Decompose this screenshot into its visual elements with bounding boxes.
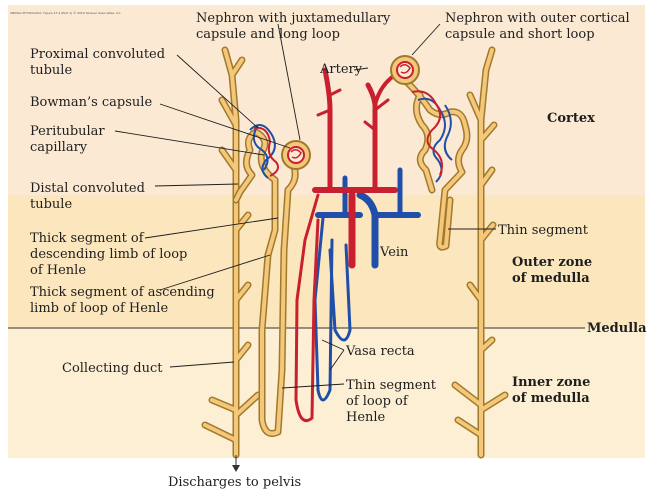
label-vein: Vein	[379, 245, 409, 260]
label-vasa-recta: Vasa recta	[345, 344, 415, 359]
label-distal-line2: tubule	[30, 197, 72, 212]
label-collecting-duct: Collecting duct	[62, 361, 163, 376]
label-cortical-line2: capsule and short loop	[445, 27, 595, 42]
label-thin-loop-line3: Henle	[346, 410, 386, 425]
label-thick-ascending-line2: limb of loop of Henle	[30, 301, 168, 316]
label-juxtamedullary-line1: Nephron with juxtamedullary	[196, 11, 391, 26]
label-artery: Artery	[319, 62, 363, 77]
label-thick-descending-line3: of Henle	[30, 263, 86, 278]
label-juxtamedullary-line2: capsule and long loop	[196, 27, 340, 42]
label-thick-descending-line2: descending limb of loop	[30, 247, 187, 262]
label-discharges-to-pelvis: Discharges to pelvis	[168, 475, 301, 490]
label-bowmans-capsule: Bowman’s capsule	[30, 95, 152, 110]
zone-outer-line2: of medulla	[512, 271, 590, 286]
label-thin-loop-line2: of loop of	[346, 394, 409, 409]
label-thick-ascending-line1: Thick segment of ascending	[30, 285, 215, 300]
label-proximal-line1: Proximal convoluted	[30, 47, 165, 62]
label-thin-loop-line1: Thin segment	[346, 378, 437, 393]
zone-medulla: Medulla	[587, 321, 647, 336]
label-thick-descending-line1: Thick segment of	[30, 231, 145, 246]
label-cortical-line1: Nephron with outer cortical	[445, 11, 630, 26]
label-thin-segment: Thin segment	[498, 223, 589, 238]
label-distal-line1: Distal convoluted	[30, 181, 145, 196]
credit-text: ANIMAL PHYSIOLOGY, Figure 27.4 (Part 1) …	[10, 11, 121, 15]
zone-inner-line2: of medulla	[512, 391, 590, 406]
label-peritubular-line2: capillary	[30, 140, 88, 155]
label-peritubular-line1: Peritubular	[30, 124, 105, 139]
zone-outer-line1: Outer zone	[512, 255, 592, 270]
zone-cortex: Cortex	[547, 111, 595, 126]
zone-inner-line1: Inner zone	[512, 375, 590, 390]
label-proximal-line2: tubule	[30, 63, 72, 78]
